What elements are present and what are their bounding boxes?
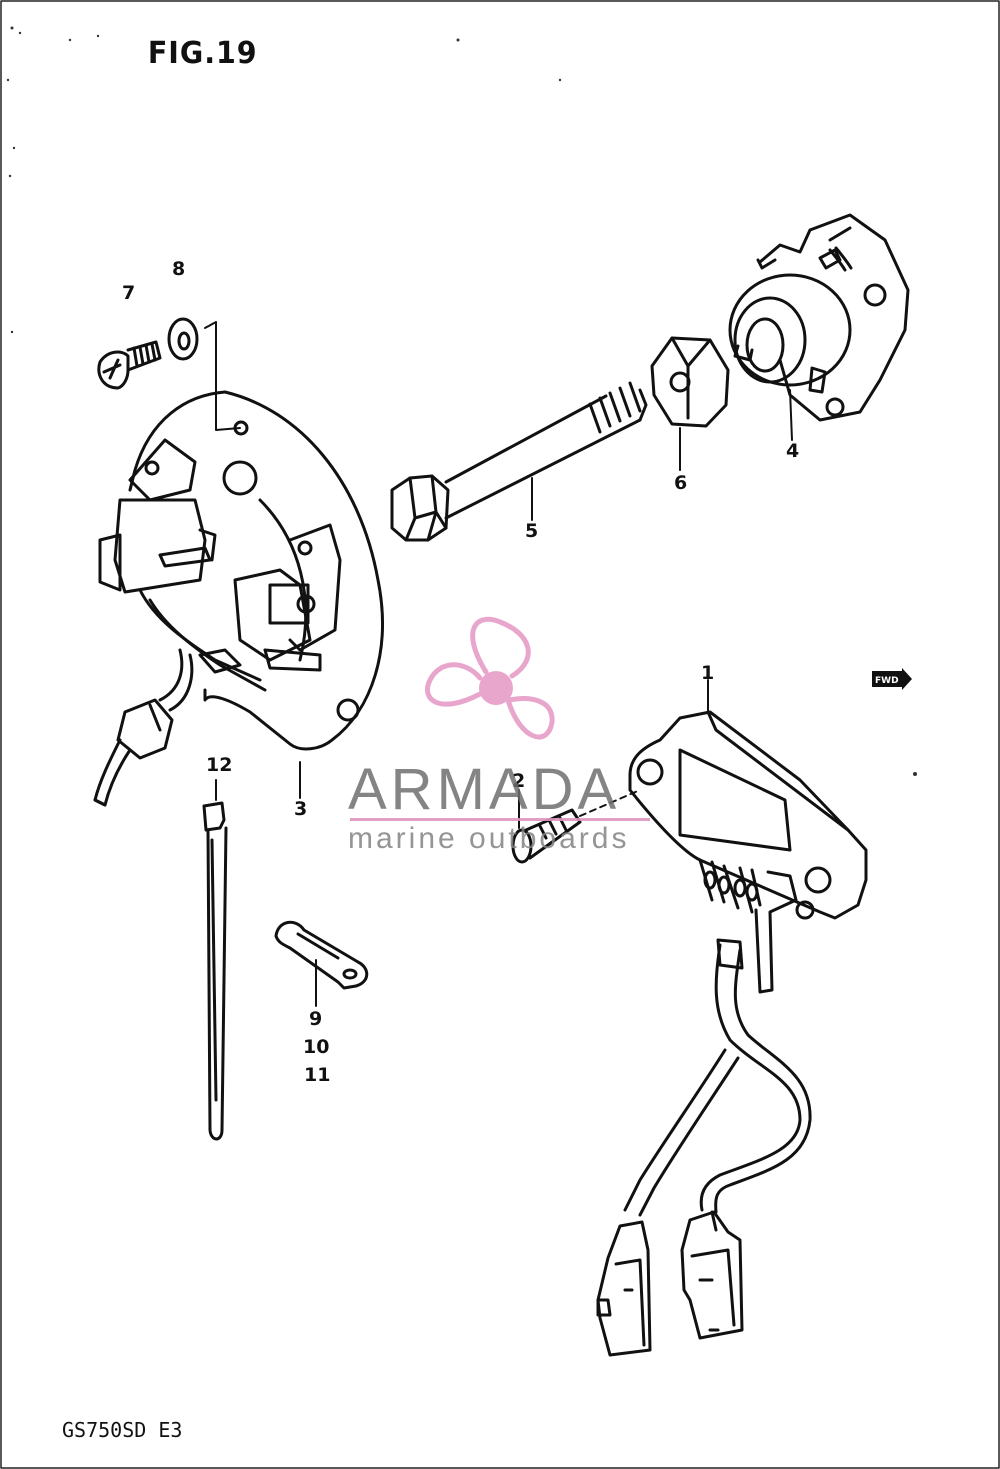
callout-5: 5 <box>525 520 539 542</box>
scan-specks <box>6 26 917 776</box>
part-3-base-plate <box>93 390 384 807</box>
part-5-bolt <box>390 381 648 542</box>
part-6-nut <box>650 336 730 471</box>
callout-2: 2 <box>512 770 526 792</box>
figure-title: FIG.19 <box>147 36 258 71</box>
part-9-clamp <box>274 920 369 1007</box>
callout-8: 8 <box>172 258 186 280</box>
part-1-igniter <box>596 679 868 1357</box>
part-12-cable-tie <box>202 779 228 1141</box>
armada-propeller-logo <box>425 616 555 740</box>
part-7-screw <box>97 340 162 390</box>
part-4-advancer <box>728 213 910 441</box>
fwd-label: FWD <box>875 676 899 686</box>
leader-line-7-8 <box>204 321 241 431</box>
callout-3: 3 <box>294 798 308 820</box>
callout-10: 10 <box>303 1036 330 1058</box>
model-code: GS750SD E3 <box>62 1418 183 1442</box>
callout-7: 7 <box>122 282 136 304</box>
callout-12: 12 <box>206 754 233 776</box>
watermark-tagline: marine outboards <box>348 822 630 855</box>
callout-4: 4 <box>786 440 800 462</box>
watermark-underline <box>350 818 650 821</box>
forward-arrow-icon: FWD <box>872 668 912 690</box>
watermark-brand: ARMADA <box>348 757 621 822</box>
callout-6: 6 <box>674 472 688 494</box>
callout-11: 11 <box>304 1064 331 1086</box>
callout-1: 1 <box>701 662 715 684</box>
part-8-washer <box>167 317 199 361</box>
callout-9: 9 <box>309 1008 323 1030</box>
